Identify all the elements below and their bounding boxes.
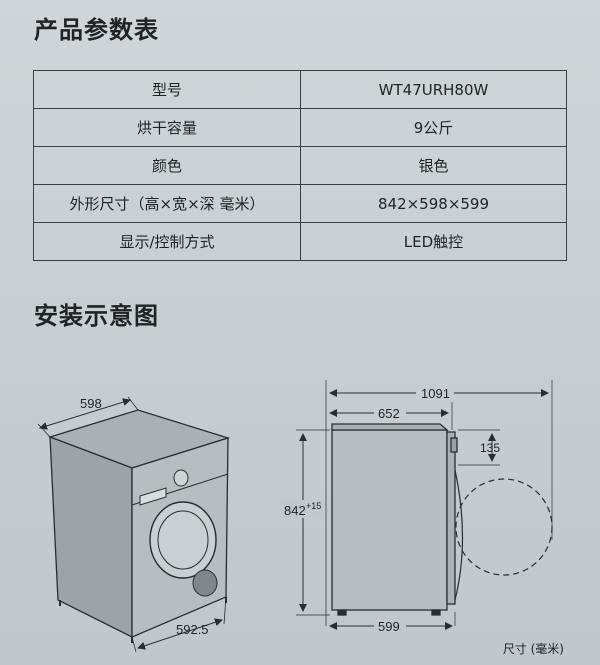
install-section-title: 安装示意图 xyxy=(34,302,159,330)
param-value: WT47URH80W xyxy=(300,70,567,109)
width-dimension-label: 598 xyxy=(80,396,102,411)
param-value: 银色 xyxy=(300,146,567,185)
param-label: 烘干容量 xyxy=(33,108,301,147)
param-label: 型号 xyxy=(33,70,301,109)
dryer-side-view xyxy=(296,380,553,630)
unit-note: 尺寸 (毫米) xyxy=(502,642,564,656)
base-depth-label: 599 xyxy=(378,619,400,634)
param-label: 颜色 xyxy=(33,146,301,185)
param-value: 9公斤 xyxy=(300,108,567,147)
params-section-title: 产品参数表 xyxy=(34,16,159,44)
door-offset-label: 135 xyxy=(480,441,500,455)
param-label: 外形尺寸（高×宽×深 毫米） xyxy=(33,184,301,223)
label-backdrop xyxy=(282,500,324,518)
installation-diagram: 598 592.5 1091 652 135 842 +15 xyxy=(37,380,553,653)
bottom-depth-label: 592.5 xyxy=(176,622,209,637)
table-row: 颜色 银色 xyxy=(33,146,567,185)
params-table: 型号 WT47URH80W 烘干容量 9公斤 颜色 银色 外形尺寸（高×宽×深 … xyxy=(33,70,567,261)
dryer-perspective-drawing xyxy=(37,396,231,653)
param-value: 842×598×599 xyxy=(300,184,567,223)
table-row: 烘干容量 9公斤 xyxy=(33,108,567,147)
total-depth-label: 1091 xyxy=(421,386,450,401)
label-backdrop xyxy=(416,386,454,400)
body-depth-label: 652 xyxy=(378,406,400,421)
param-value: LED触控 xyxy=(300,222,567,261)
table-row: 显示/控制方式 LED触控 xyxy=(33,222,567,261)
height-label: 842 xyxy=(284,503,306,518)
label-backdrop xyxy=(374,406,406,420)
height-tolerance-label: +15 xyxy=(306,501,321,511)
table-row: 外形尺寸（高×宽×深 毫米） 842×598×599 xyxy=(33,184,567,223)
label-backdrop xyxy=(374,619,406,633)
table-row: 型号 WT47URH80W xyxy=(33,70,567,109)
param-label: 显示/控制方式 xyxy=(33,222,301,261)
